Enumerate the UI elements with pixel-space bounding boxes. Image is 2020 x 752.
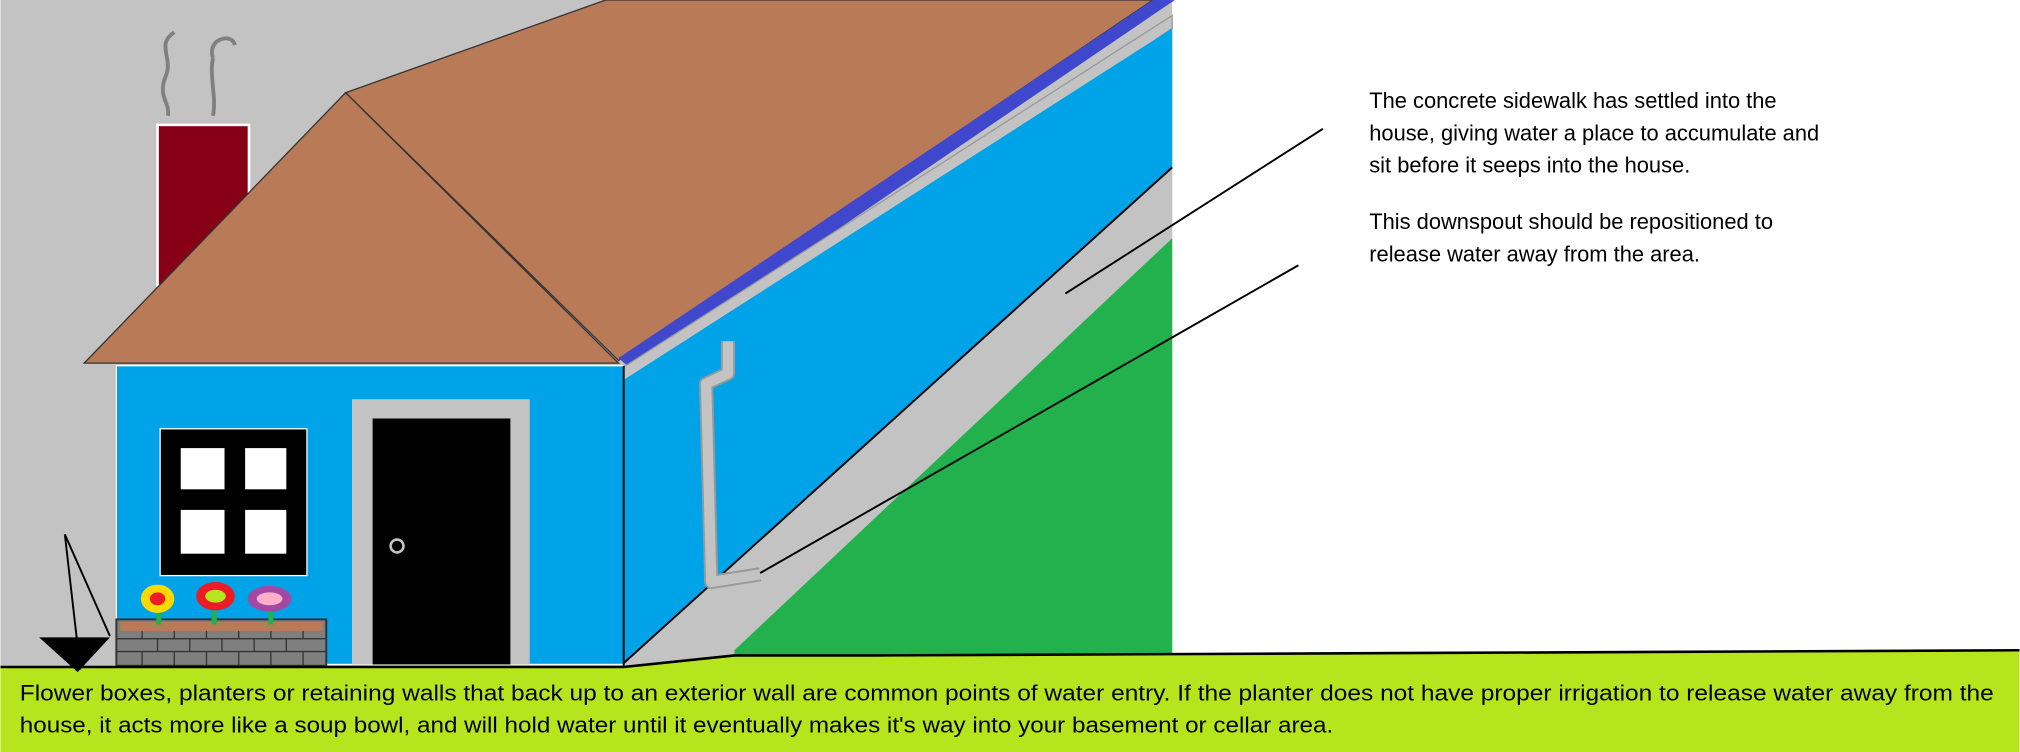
lawn (734, 238, 1173, 657)
ground (0, 650, 2020, 752)
window-pane (245, 509, 287, 554)
flower-icon (247, 585, 292, 625)
planter-note-line: house, it acts more like a soup bowl, an… (20, 713, 1333, 738)
flower-icon (196, 582, 235, 625)
sidewalk-note-line: The concrete sidewalk has settled into t… (1369, 88, 1776, 113)
planter-note-line: Flower boxes, planters or retaining wall… (20, 680, 1994, 705)
door-knob-icon (389, 538, 405, 554)
smoke-icon (160, 30, 176, 117)
front-gable-roof (82, 91, 621, 364)
smoke-icon (209, 36, 237, 117)
white-background (1172, 0, 2020, 670)
window-pane (180, 448, 225, 490)
downspout-pointer-line (759, 264, 1299, 574)
sidewalk-note-line: sit before it seeps into the house. (1369, 153, 1690, 178)
window-pane (245, 448, 287, 490)
side-wall (623, 28, 1173, 664)
planter-pointer-line (63, 533, 111, 637)
sidewalk-pointer-line (1064, 127, 1324, 295)
downspout-note-line: release water away from the area. (1369, 241, 1700, 266)
downspout-note-line: This downspout should be repositioned to (1369, 209, 1773, 234)
door (372, 418, 511, 665)
ground-line (0, 648, 2020, 669)
window-pane (180, 509, 225, 554)
downspout-inner (700, 341, 761, 588)
planter-bricks (116, 630, 327, 666)
flower-icon (140, 584, 175, 625)
arrow-head-icon (39, 637, 110, 673)
planter-soil (120, 621, 323, 631)
gutter (618, 0, 1175, 370)
main-roof (344, 0, 1155, 362)
sidewalk-note-line: house, giving water a place to accumulat… (1369, 120, 1819, 145)
